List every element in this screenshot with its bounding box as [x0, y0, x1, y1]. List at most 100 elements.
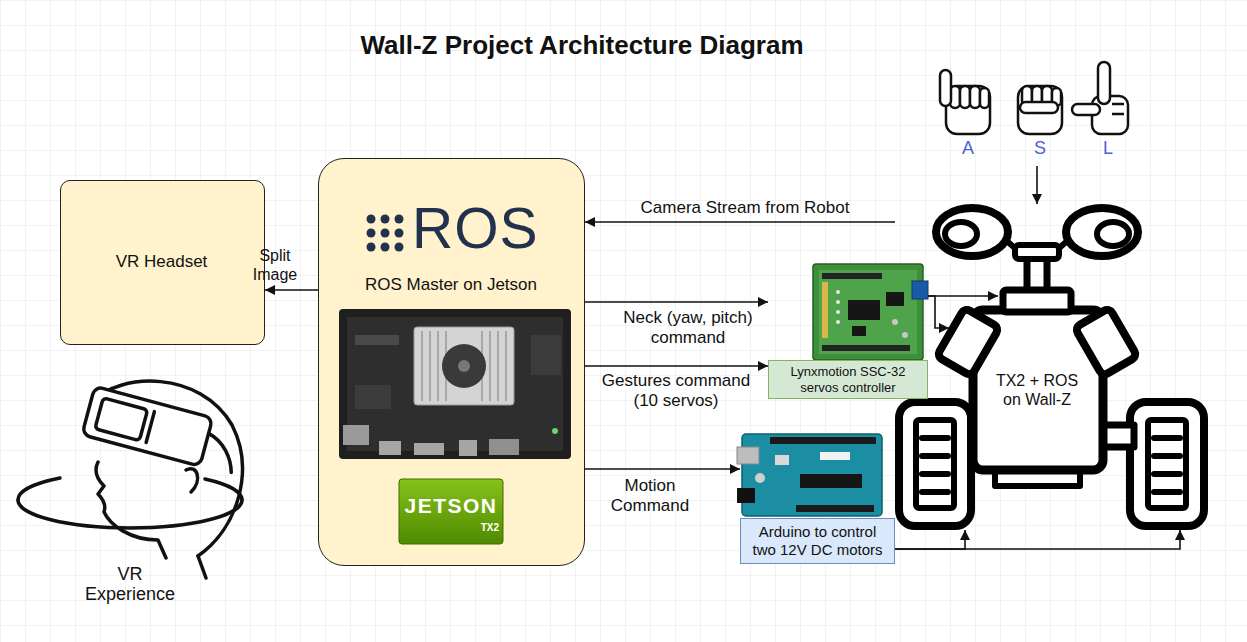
ssc32-board-picture [836, 310, 840, 314]
asl-letter: L [1093, 138, 1123, 160]
jetson-dev-board [355, 385, 391, 409]
ssc32-board-picture [886, 292, 904, 306]
jetson-dev-board [347, 317, 563, 451]
neck-top [1015, 245, 1059, 259]
connector-arrow [265, 289, 318, 291]
left-track [899, 402, 971, 526]
edge-label-slot: Motion Command [600, 476, 700, 517]
right-track [1154, 438, 1180, 492]
connector-arrow [928, 296, 949, 328]
jetson-dev-board [414, 443, 444, 455]
connector-arrow [585, 365, 768, 367]
asl-letter-slot: L [1093, 138, 1123, 160]
asl-hand-s [1020, 102, 1058, 113]
ssc32-board-picture [813, 264, 928, 360]
edge-label: Camera Stream from Robot [605, 198, 885, 218]
asl-hand-l [1112, 104, 1124, 114]
jetson-dev-board [343, 425, 369, 445]
robot-label: TX2 + ROS on Wall-Z [992, 371, 1082, 409]
arduino-board-picture [737, 488, 755, 503]
asl-hand-l [1072, 62, 1128, 134]
component-caption: Arduino to control two 12V DC motors [740, 518, 895, 564]
jetson-badge-text: JETSON [399, 495, 503, 516]
edge-label: Gestures command (10 servos) [599, 371, 754, 412]
vr-goggles [95, 398, 148, 441]
vr-goggles [146, 412, 154, 443]
left-track [916, 420, 954, 508]
box-label-slot: VR Headset [61, 252, 262, 272]
jetson-dev-board [414, 327, 514, 405]
ssc32-board-picture [848, 300, 880, 320]
asl-letter-slot: S [1025, 138, 1055, 160]
connector-arrow [928, 295, 998, 297]
robot-label-slot: TX2 + ROS on Wall-Z [992, 371, 1082, 409]
face-profile [96, 462, 166, 558]
wall-z-robot-drawing [899, 208, 1204, 526]
figure-caption: VR Experience [80, 565, 180, 605]
right-arm [1075, 308, 1138, 376]
arduino-board-picture [755, 473, 765, 483]
ros-logo-text: ROS [412, 200, 539, 257]
connector-arrow [585, 468, 740, 470]
ssc32-board-picture [852, 326, 866, 336]
left-track [899, 402, 971, 526]
jetson-dev-board [459, 440, 477, 456]
left-eye-lens [945, 222, 977, 246]
asl-letter: S [1025, 138, 1055, 160]
ssc32-board-picture [902, 332, 908, 338]
ssc32-board-picture [813, 264, 923, 360]
robot-node: TX2 + ROS on Wall-Z [895, 200, 1210, 530]
ssc32-board-picture [912, 281, 928, 299]
edge-label-slot: Split Image [248, 246, 302, 284]
edge-label: Motion Command [600, 476, 700, 517]
jetson-badge [399, 479, 503, 544]
neck-base [1003, 290, 1071, 312]
ssc32-board-picture [822, 282, 828, 338]
ssc32-board-picture [822, 345, 910, 351]
diagram-title-slot: Wall-Z Project Architecture Diagram [262, 30, 902, 61]
edge-label-slot: Camera Stream from Robot [605, 198, 885, 218]
jetson-dev-board [379, 441, 401, 455]
right-eye-lens [1097, 222, 1129, 246]
asl-hand-a [946, 86, 990, 134]
asl-pointer-arrow [1036, 166, 1038, 204]
ros-logo-dots [395, 215, 404, 224]
right-track [1130, 402, 1204, 526]
asl-hand-a [970, 86, 980, 108]
arduino-board-picture [742, 434, 882, 516]
jetson-dev-board [355, 335, 399, 345]
ros-logo-dots [367, 215, 404, 252]
figure-caption-slot: VR Experience [80, 565, 180, 605]
left-track [922, 438, 948, 492]
arduino-board-picture [800, 474, 862, 488]
jetson-model-text-slot: TX2 [469, 523, 499, 533]
ear-line [186, 469, 198, 492]
jetson-dev-board [552, 428, 558, 434]
jetson-dev-board [339, 309, 571, 459]
ros-logo-dots [381, 229, 390, 238]
arduino-board-picture [737, 447, 759, 464]
edge-label-slot: Neck (yaw, pitch) command [611, 308, 766, 349]
ssc32-board-picture [819, 270, 917, 354]
ros-logo-dots [367, 215, 376, 224]
asl-hand-a [980, 88, 989, 108]
vr-goggles [82, 386, 244, 474]
ros-logo-dots [367, 229, 376, 238]
asl-letter-slot: A [953, 138, 983, 160]
ssc32-board-picture [892, 319, 898, 325]
box-label: ROS Master on Jetson [319, 275, 583, 295]
jetson-dev-board [458, 360, 470, 372]
edge-label: Split Image [248, 246, 302, 284]
jetson-dev-board [422, 331, 506, 401]
ssc32-board-picture [822, 273, 882, 279]
vr-goggles [82, 386, 213, 466]
arduino-board-picture [775, 455, 789, 465]
device-box: VR Headset [60, 180, 265, 345]
box-label: VR Headset [61, 252, 262, 272]
connector-arrow [585, 221, 895, 223]
ros-logo-dots [381, 243, 390, 252]
jetson-model-text: TX2 [469, 523, 499, 533]
asl-hand-signs [940, 62, 1128, 134]
